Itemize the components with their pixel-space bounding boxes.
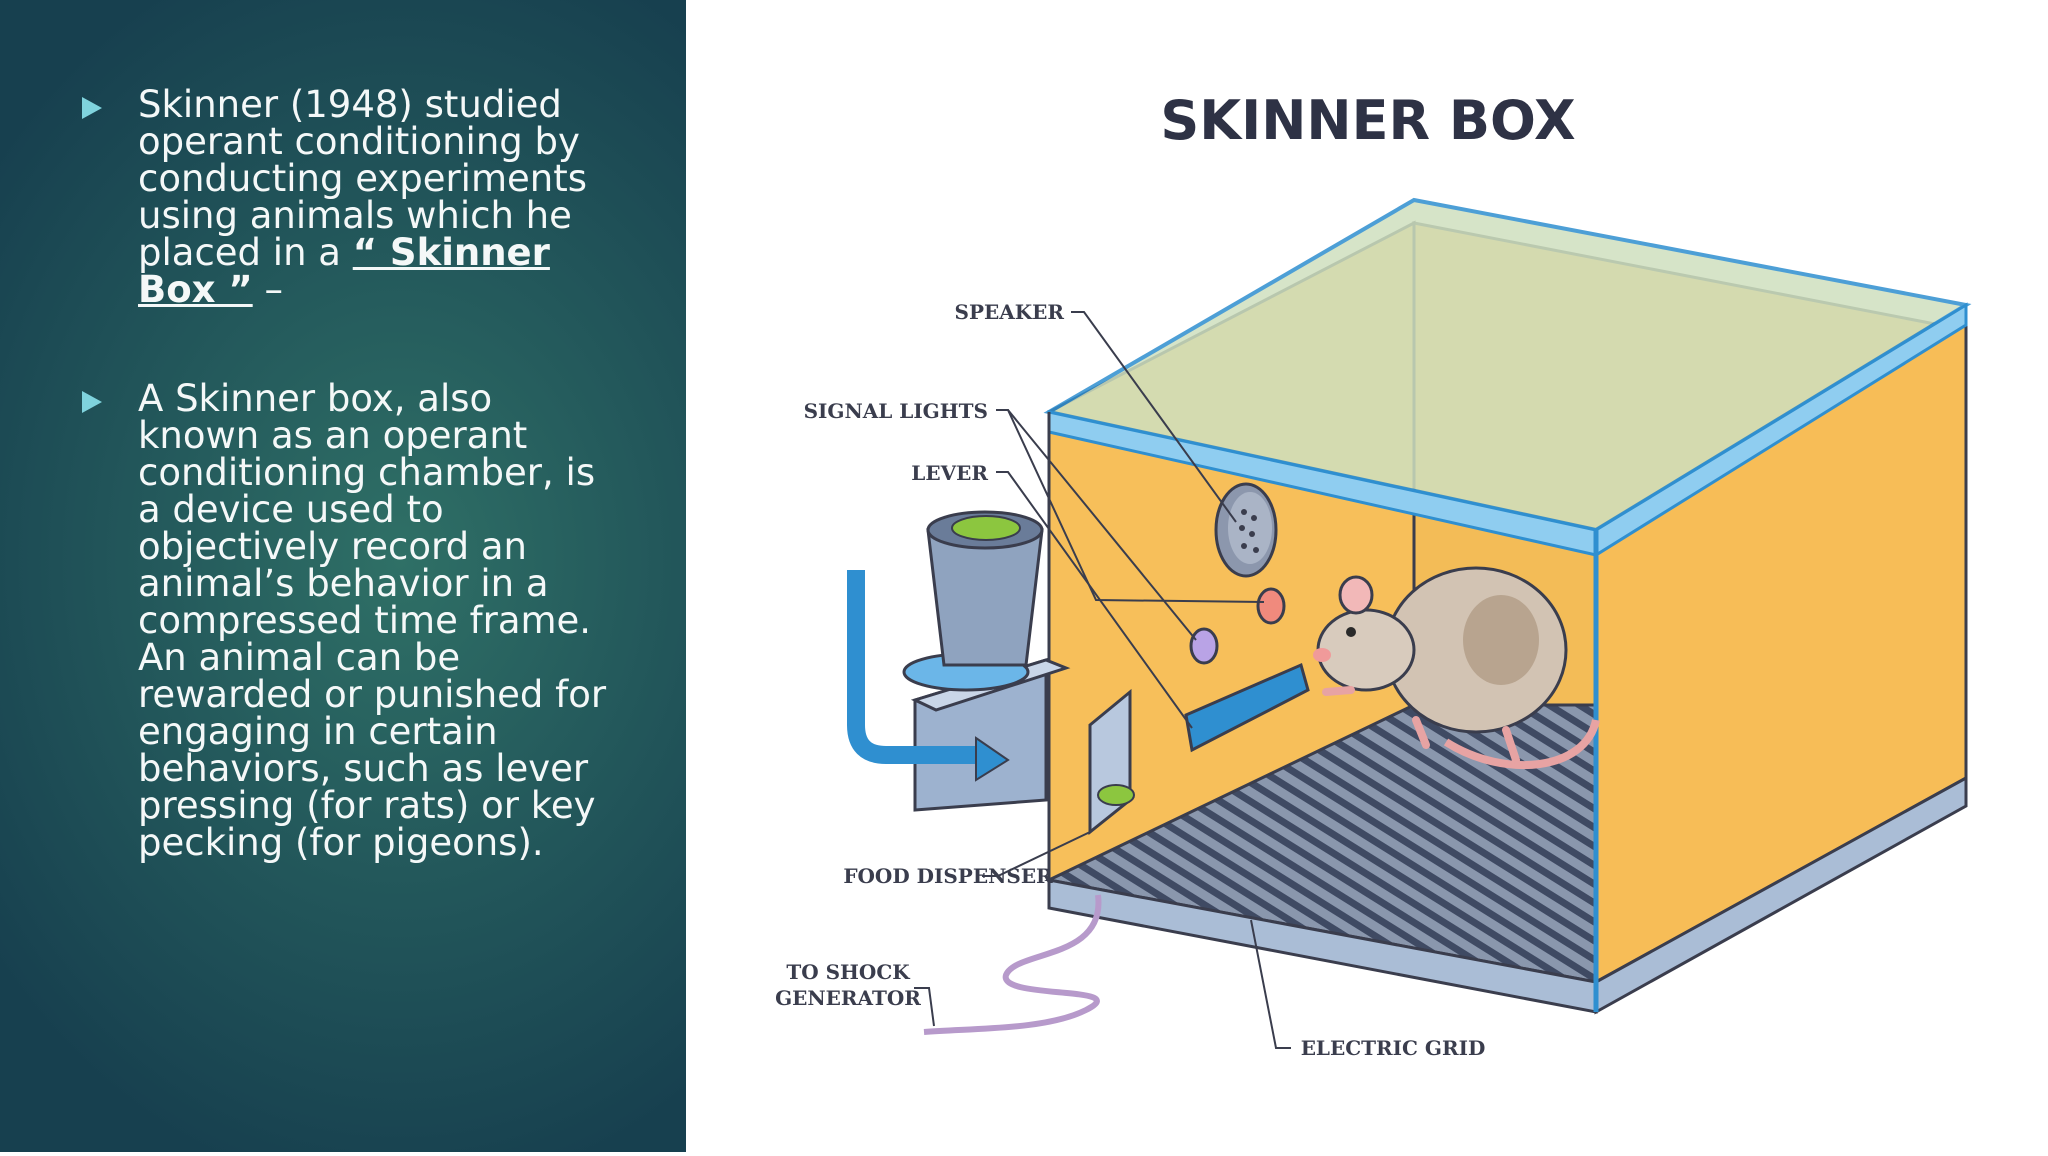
rat-icon xyxy=(1313,566,1600,770)
bullet-text: Skinner (1948) studied operant condition… xyxy=(138,83,587,274)
bullet-text: A Skinner box, also known as an operant … xyxy=(138,377,607,864)
lever-icon xyxy=(1184,662,1310,753)
bullet-item: Skinner (1948) studied operant condition… xyxy=(82,86,612,308)
label-signal-lights: SIGNAL LIGHTS xyxy=(804,399,988,423)
triangle-bullet-icon xyxy=(82,391,102,413)
food-dispenser-icon xyxy=(847,510,1071,812)
label-shock-line1: TO SHOCK xyxy=(786,960,910,984)
food-tray-icon xyxy=(1088,688,1135,836)
shock-wire xyxy=(923,894,1102,1035)
bullet-list: Skinner (1948) studied operant condition… xyxy=(82,86,612,861)
bullet-text-end: – xyxy=(252,268,283,311)
label-lever: LEVER xyxy=(911,461,988,485)
label-electric-grid: ELECTRIC GRID xyxy=(1301,1036,1486,1060)
label-speaker: SPEAKER xyxy=(955,300,1065,324)
diagram-panel: SKINNER BOX xyxy=(686,0,2048,1152)
text-panel: Skinner (1948) studied operant condition… xyxy=(0,0,686,1152)
diagram-title: SKINNER BOX xyxy=(1160,89,1575,152)
skinner-box-diagram: SKINNER BOX xyxy=(775,89,1972,1060)
label-food-dispenser: FOOD DISPENSER xyxy=(843,864,1053,888)
signal-lights-icon xyxy=(1189,587,1286,665)
leader-lines xyxy=(914,311,1291,1049)
triangle-bullet-icon xyxy=(82,97,102,119)
label-shock-line2: GENERATOR xyxy=(775,986,921,1010)
bullet-item: A Skinner box, also known as an operant … xyxy=(82,380,612,861)
speaker-icon xyxy=(1214,482,1278,578)
skinner-box-link[interactable]: “ Skinner Box ” xyxy=(138,231,550,311)
